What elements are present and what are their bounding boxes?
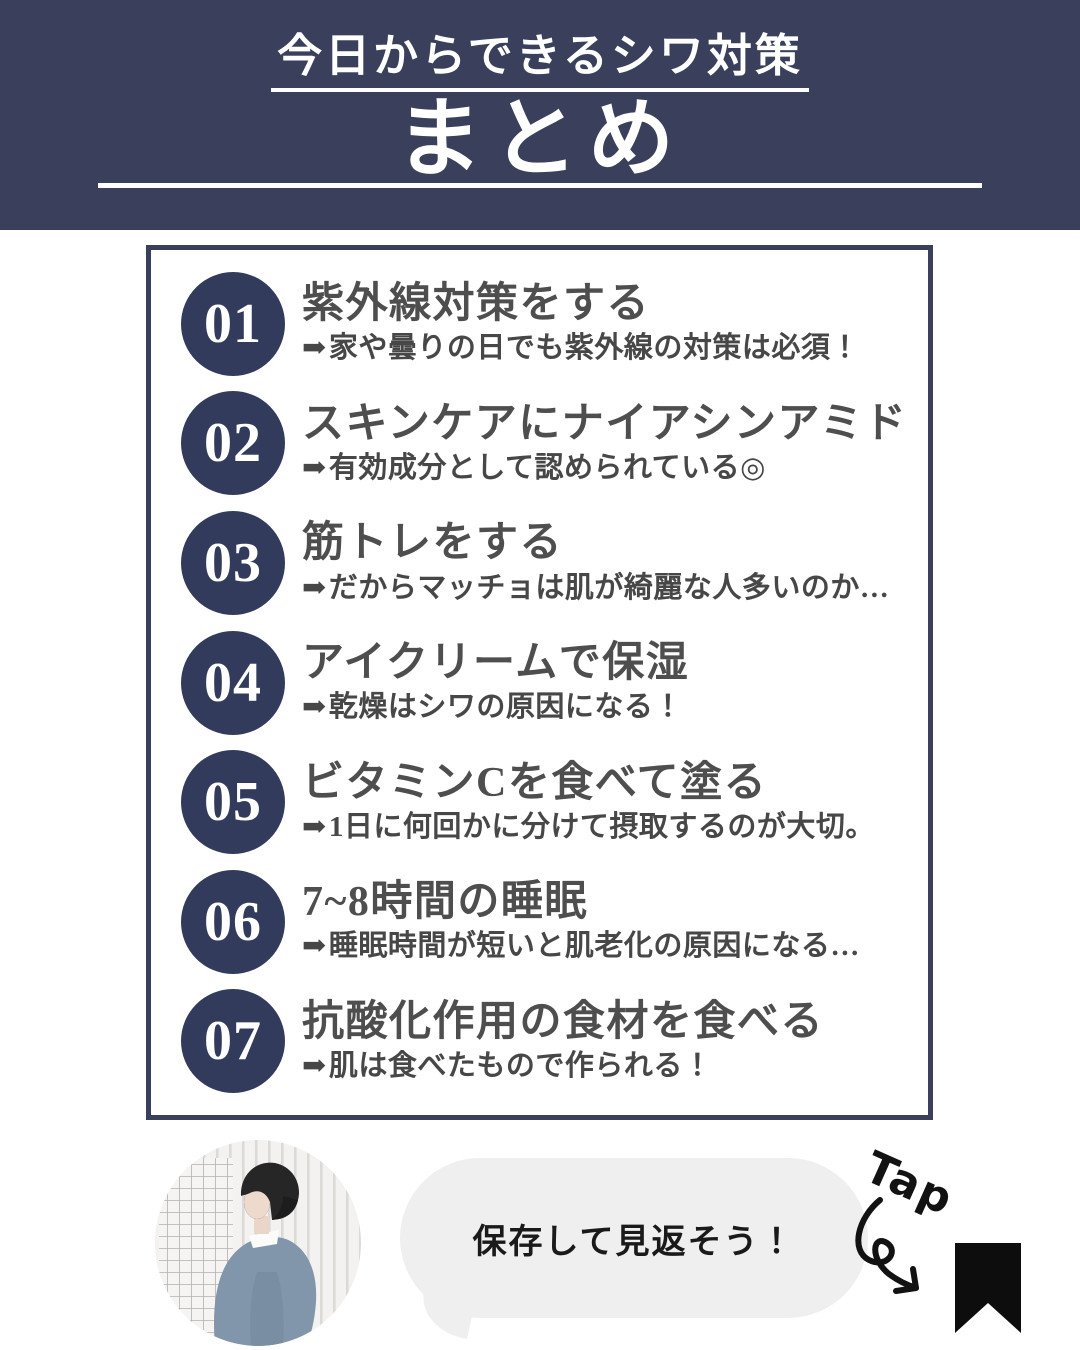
item-title: ビタミンCを食べて塗る: [302, 759, 768, 806]
item-detail-text: 1日に何回かに分けて摂取するのが大切。: [328, 810, 875, 843]
item-detail-text: 睡眠時間が短いと肌老化の原因になる…: [328, 930, 860, 963]
list-item: 04 アイクリームで保湿 ➡乾燥はシワの原因になる！: [181, 630, 914, 735]
item-detail: ➡睡眠時間が短いと肌老化の原因になる…: [302, 931, 860, 963]
item-text: スキンケアにナイアシンアミド ➡有効成分として認められている◎: [302, 400, 908, 485]
bubble-text: 保存して見返そう！: [472, 1221, 796, 1262]
bookmark-icon: [955, 1243, 1021, 1333]
item-detail: ➡1日に何回かに分けて摂取するのが大切。: [302, 810, 875, 844]
item-title: 7~8時間の睡眠: [302, 879, 588, 926]
arrow-right-icon: ➡: [302, 332, 327, 365]
list-item: 06 7~8時間の睡眠 ➡睡眠時間が短いと肌老化の原因になる…: [181, 869, 914, 974]
item-number-badge: 06: [181, 869, 285, 974]
item-number: 04: [204, 651, 262, 714]
item-text: 紫外線対策をする ➡家や曇りの日でも紫外線の対策は必須！: [302, 281, 860, 365]
header-subtitle: 今日からできるシワ対策: [271, 31, 809, 92]
header-banner: 今日からできるシワ対策 まとめ: [0, 0, 1080, 230]
list-item: 02 スキンケアにナイアシンアミド ➡有効成分として認められている◎: [181, 391, 914, 496]
arrow-right-icon: ➡: [302, 1050, 327, 1083]
item-detail-text: 乾燥はシワの原因になる！: [328, 691, 683, 724]
item-text: アイクリームで保湿 ➡乾燥はシワの原因になる！: [302, 639, 690, 724]
list-item: 07 抗酸化作用の食材を食べる ➡肌は食べたもので作られる！: [181, 989, 914, 1094]
arrow-right-icon: ➡: [302, 691, 327, 724]
item-text: 抗酸化作用の食材を食べる ➡肌は食べたもので作られる！: [302, 998, 825, 1083]
item-detail: ➡有効成分として認められている◎: [302, 451, 907, 485]
curved-arrow-icon: [855, 1197, 919, 1294]
item-number-badge: 03: [181, 510, 285, 615]
item-detail: ➡肌は食べたもので作られる！: [302, 1050, 824, 1083]
item-title: 筋トレをする: [302, 520, 564, 567]
item-text: 7~8時間の睡眠 ➡睡眠時間が短いと肌老化の原因になる…: [302, 879, 860, 963]
item-number: 06: [204, 890, 262, 953]
arrow-right-icon: ➡: [302, 810, 327, 843]
arrow-right-icon: ➡: [302, 451, 327, 484]
item-detail: ➡乾燥はシワの原因になる！: [302, 691, 689, 724]
list-item: 03 筋トレをする ➡だからマッチョは肌が綺麗な人多いのか…: [181, 510, 914, 615]
item-number: 01: [204, 292, 262, 355]
item-number: 03: [204, 531, 262, 594]
speech-bubble-tail: [416, 1287, 476, 1339]
arrow-right-icon: ➡: [302, 930, 327, 963]
list-item: 05 ビタミンCを食べて塗る ➡1日に何回かに分けて摂取するのが大切。: [181, 750, 914, 855]
item-title: 抗酸化作用の食材を食べる: [302, 998, 825, 1045]
arrow-right-icon: ➡: [302, 571, 327, 604]
item-title: 紫外線対策をする: [302, 281, 651, 327]
item-detail-text: だからマッチョは肌が綺麗な人多いのか…: [328, 571, 890, 604]
item-detail: ➡家や曇りの日でも紫外線の対策は必須！: [302, 332, 860, 365]
avatar: [155, 1140, 361, 1346]
item-number-badge: 01: [181, 271, 285, 376]
item-detail-text: 有効成分として認められている◎: [328, 451, 766, 484]
item-number-badge: 05: [181, 750, 285, 855]
item-number-badge: 04: [181, 630, 285, 735]
item-number-badge: 02: [181, 391, 285, 496]
item-title: アイクリームで保湿: [302, 639, 690, 686]
summary-list: 01 紫外線対策をする ➡家や曇りの日でも紫外線の対策は必須！ 02 スキンケア…: [146, 245, 933, 1120]
item-number: 07: [204, 1010, 262, 1073]
item-title: スキンケアにナイアシンアミド: [302, 400, 908, 447]
item-detail: ➡だからマッチョは肌が綺麗な人多いのか…: [302, 571, 890, 605]
item-number: 05: [204, 771, 262, 834]
item-text: 筋トレをする ➡だからマッチョは肌が綺麗な人多いのか…: [302, 520, 890, 605]
item-detail-text: 肌は食べたもので作られる！: [328, 1050, 713, 1083]
list-item: 01 紫外線対策をする ➡家や曇りの日でも紫外線の対策は必須！: [181, 271, 914, 376]
item-detail-text: 家や曇りの日でも紫外線の対策は必須！: [328, 332, 860, 365]
avatar-photo-illustration: [155, 1140, 361, 1346]
item-number-badge: 07: [181, 989, 285, 1094]
item-number: 02: [204, 412, 262, 475]
page-title: まとめ: [396, 90, 684, 187]
item-text: ビタミンCを食べて塗る ➡1日に何回かに分けて摂取するのが大切。: [302, 759, 875, 844]
header-divider: [98, 183, 982, 188]
speech-bubble: 保存して見返そう！: [400, 1158, 868, 1339]
